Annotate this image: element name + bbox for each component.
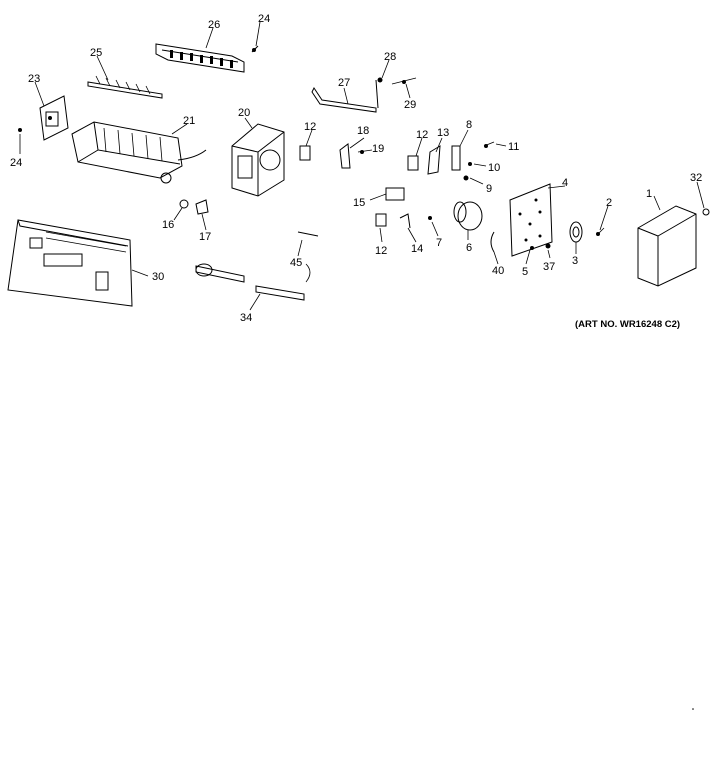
part-13-cam [427,145,441,175]
part-12-switch-b [407,155,419,171]
callout-29: 29 [404,99,416,111]
part-17-clamp [195,199,209,215]
part-32-screw [702,208,710,216]
part-8-bracket [451,145,461,171]
part-10-screw [468,162,472,166]
part-4-plate [509,183,553,257]
part-2-screw [596,227,605,236]
callout-6: 6 [466,242,472,254]
part-19-screw [357,149,373,154]
callout-40: 40 [492,265,504,277]
callout-8: 8 [466,119,472,131]
part-12-switch-a [299,145,311,161]
part-18-lever [339,143,351,169]
callout-12-b: 12 [416,129,428,141]
callout-17: 17 [199,231,211,243]
part-24-screw-top [251,45,259,53]
callout-1: 1 [646,188,652,200]
part-27-arm [311,79,379,113]
callout-12-c: 12 [375,245,387,257]
part-12-switch-c [375,213,387,227]
part-16-nut [179,199,189,209]
stray-dot [692,708,694,710]
callout-23: 23 [28,73,40,85]
part-3-gear [569,221,583,243]
leader-lines [19,21,705,311]
part-1-cover [637,205,697,287]
part-9-screw [463,175,469,181]
part-34-tube [195,263,305,301]
part-30-back-plate [7,219,133,307]
callout-9: 9 [486,183,492,195]
callout-18: 18 [357,125,369,137]
part-24-screw-left [18,128,22,132]
part-20-housing [231,123,285,197]
part-6-motor [453,201,483,231]
callout-4: 4 [562,177,568,189]
part-28-pin [377,77,383,83]
art-number: (ART NO. WR16248 C2) [575,319,680,330]
callout-30: 30 [152,271,164,283]
part-14-clip [399,213,411,229]
callout-13: 13 [437,127,449,139]
part-26-cover [155,43,245,73]
callout-19: 19 [372,143,384,155]
callout-34: 34 [240,312,252,324]
callout-5: 5 [522,266,528,278]
callout-3: 3 [572,255,578,267]
callout-10: 10 [488,162,500,174]
callout-32: 32 [690,172,702,184]
callout-24-left: 24 [10,157,22,169]
part-7-screw [428,216,432,220]
part-37-screw [545,243,551,249]
callout-14: 14 [411,243,423,255]
callout-11: 11 [508,141,519,153]
callout-20: 20 [238,107,250,119]
callout-12-a: 12 [304,121,316,133]
part-15-plug [385,187,405,201]
part-29-spring [391,77,417,85]
part-40-spring [490,231,495,253]
callout-24-top: 24 [258,13,270,25]
callout-37: 37 [543,261,555,273]
callout-27: 27 [338,77,350,89]
callout-15: 15 [353,197,365,209]
callout-21: 21 [183,115,195,127]
callout-2: 2 [606,197,612,209]
part-5-screw [530,246,534,250]
part-11-screw [483,141,495,148]
part-23-bracket [39,95,69,141]
part-25-ejector [87,75,163,99]
callout-16: 16 [162,219,174,231]
callout-labels: 26 24 25 28 23 27 29 21 12 18 19 13 8 11… [10,13,702,324]
part-21-ice-mold [71,121,207,184]
callout-26: 26 [208,19,220,31]
callout-28: 28 [384,51,396,63]
callout-25: 25 [90,47,102,59]
part-45-heater [297,231,319,283]
callout-7: 7 [436,237,442,249]
callout-45: 45 [290,257,302,269]
